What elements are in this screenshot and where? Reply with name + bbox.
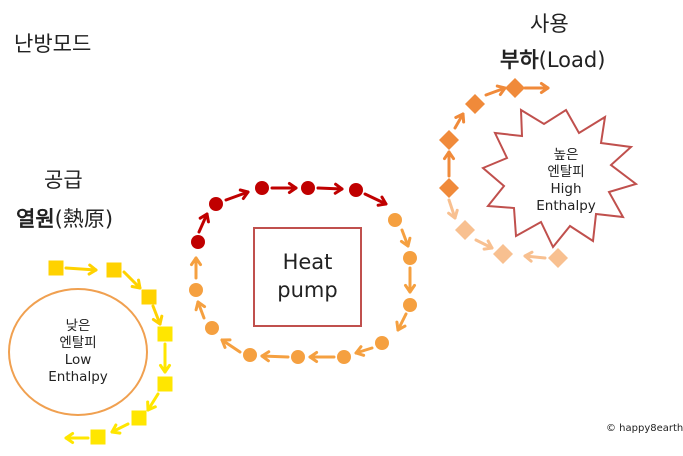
source-square-marker (141, 289, 157, 305)
heat-pump-flow-arrow (194, 300, 207, 320)
source-flow-arrow (64, 431, 90, 445)
source-subtitle: 열원(熱原) (16, 203, 113, 233)
load-diamond-marker (493, 244, 513, 264)
source-square-marker (106, 262, 122, 278)
low-enthalpy-label: 낮은 엔탈피 Low Enthalpy (8, 318, 148, 386)
source-flow-arrow (110, 422, 130, 435)
load-subtitle-bold: 부하 (500, 48, 539, 72)
heat-pump-flow-arrow (189, 256, 203, 280)
load-flow-arrow (453, 112, 466, 130)
heat-pump-flow-arrow (316, 182, 344, 195)
heat-pump-flow-arrow (260, 350, 290, 363)
low-enthalpy-line1: 낮은 (65, 318, 91, 334)
load-diamond-marker (465, 94, 485, 114)
heat-pump-dot-marker (301, 181, 315, 195)
load-title: 사용 (530, 12, 569, 36)
heat-pump-flow-arrow (363, 192, 388, 207)
heat-pump-dot-marker (205, 321, 219, 335)
source-title: 공급 (44, 168, 83, 192)
heat-pump-flow-arrow (197, 212, 210, 234)
heat-pump-line1: Heat (282, 250, 333, 274)
source-flow-arrow (146, 392, 160, 412)
heat-pump-dot-marker (403, 298, 417, 312)
high-enthalpy-line3: High (550, 181, 582, 197)
high-enthalpy-label: 높은 엔탈피 High Enthalpy (506, 147, 626, 215)
high-enthalpy-line1: 높은 (553, 147, 579, 163)
source-square-marker (131, 410, 147, 426)
load-flow-arrow (447, 198, 459, 220)
load-flow-arrow (484, 84, 507, 97)
heat-pump-dot-marker (189, 283, 203, 297)
load-flow-arrow (523, 81, 550, 95)
load-diamond-marker (548, 248, 568, 268)
heat-pump-label: Heat pump (253, 248, 362, 304)
load-flow-arrow (523, 250, 547, 263)
heat-pump-flow-arrow (395, 312, 408, 332)
heat-pump-dot-marker (349, 183, 363, 197)
mode-title: 난방모드 (14, 32, 92, 56)
source-square-marker (157, 376, 173, 392)
load-flow-arrow (442, 150, 456, 178)
heat-pump-flow-arrow (403, 266, 417, 294)
load-diamond-marker (505, 78, 525, 98)
source-flow-arrow (158, 342, 172, 374)
source-subtitle-bold: 열원 (16, 207, 55, 231)
source-square-marker (157, 326, 173, 342)
load-subtitle-rest: (Load) (538, 48, 606, 72)
high-enthalpy-line2: 엔탈피 (547, 164, 585, 180)
heat-pump-dot-marker (403, 251, 417, 265)
load-subtitle: 부하(Load) (500, 44, 605, 74)
heat-pump-dot-marker (375, 336, 389, 350)
low-enthalpy-line2: 엔탈피 (59, 335, 97, 351)
heat-pump-dot-marker (209, 197, 223, 211)
source-flow-arrow (122, 270, 142, 290)
source-square-marker (90, 429, 106, 445)
heat-pump-dot-marker (255, 181, 269, 195)
heat-pump-flow-arrow (354, 345, 374, 357)
high-enthalpy-line4: Enthalpy (536, 198, 596, 214)
source-square-marker (48, 260, 64, 276)
heat-pump-box (253, 227, 362, 327)
source-flow-arrow (151, 304, 164, 326)
high-enthalpy-starburst (481, 108, 639, 249)
load-diamond-marker (439, 130, 459, 150)
source-subtitle-rest: (熱原) (54, 207, 114, 231)
source-flow-arrow (64, 263, 98, 276)
low-enthalpy-line3: Low (64, 352, 92, 368)
low-enthalpy-line4: Enthalpy (48, 369, 108, 385)
heat-pump-dot-marker (191, 235, 205, 249)
load-flow-arrow (474, 238, 494, 251)
heat-pump-flow-arrow (270, 181, 298, 195)
heat-pump-dot-marker (243, 348, 257, 362)
heat-pump-dot-marker (291, 350, 305, 364)
heat-pump-dot-marker (388, 213, 402, 227)
heat-pump-flow-arrow (399, 228, 412, 248)
copyright: © happy8earth (606, 423, 683, 434)
heat-pump-line2: pump (277, 278, 338, 302)
load-diamond-marker (439, 178, 459, 198)
heat-pump-flow-arrow (308, 350, 336, 364)
heat-pump-dot-marker (337, 350, 351, 364)
low-enthalpy-circle (8, 288, 148, 416)
heat-pump-flow-arrow (224, 188, 250, 202)
heat-pump-flow-arrow (220, 338, 242, 354)
load-diamond-marker (455, 220, 475, 240)
